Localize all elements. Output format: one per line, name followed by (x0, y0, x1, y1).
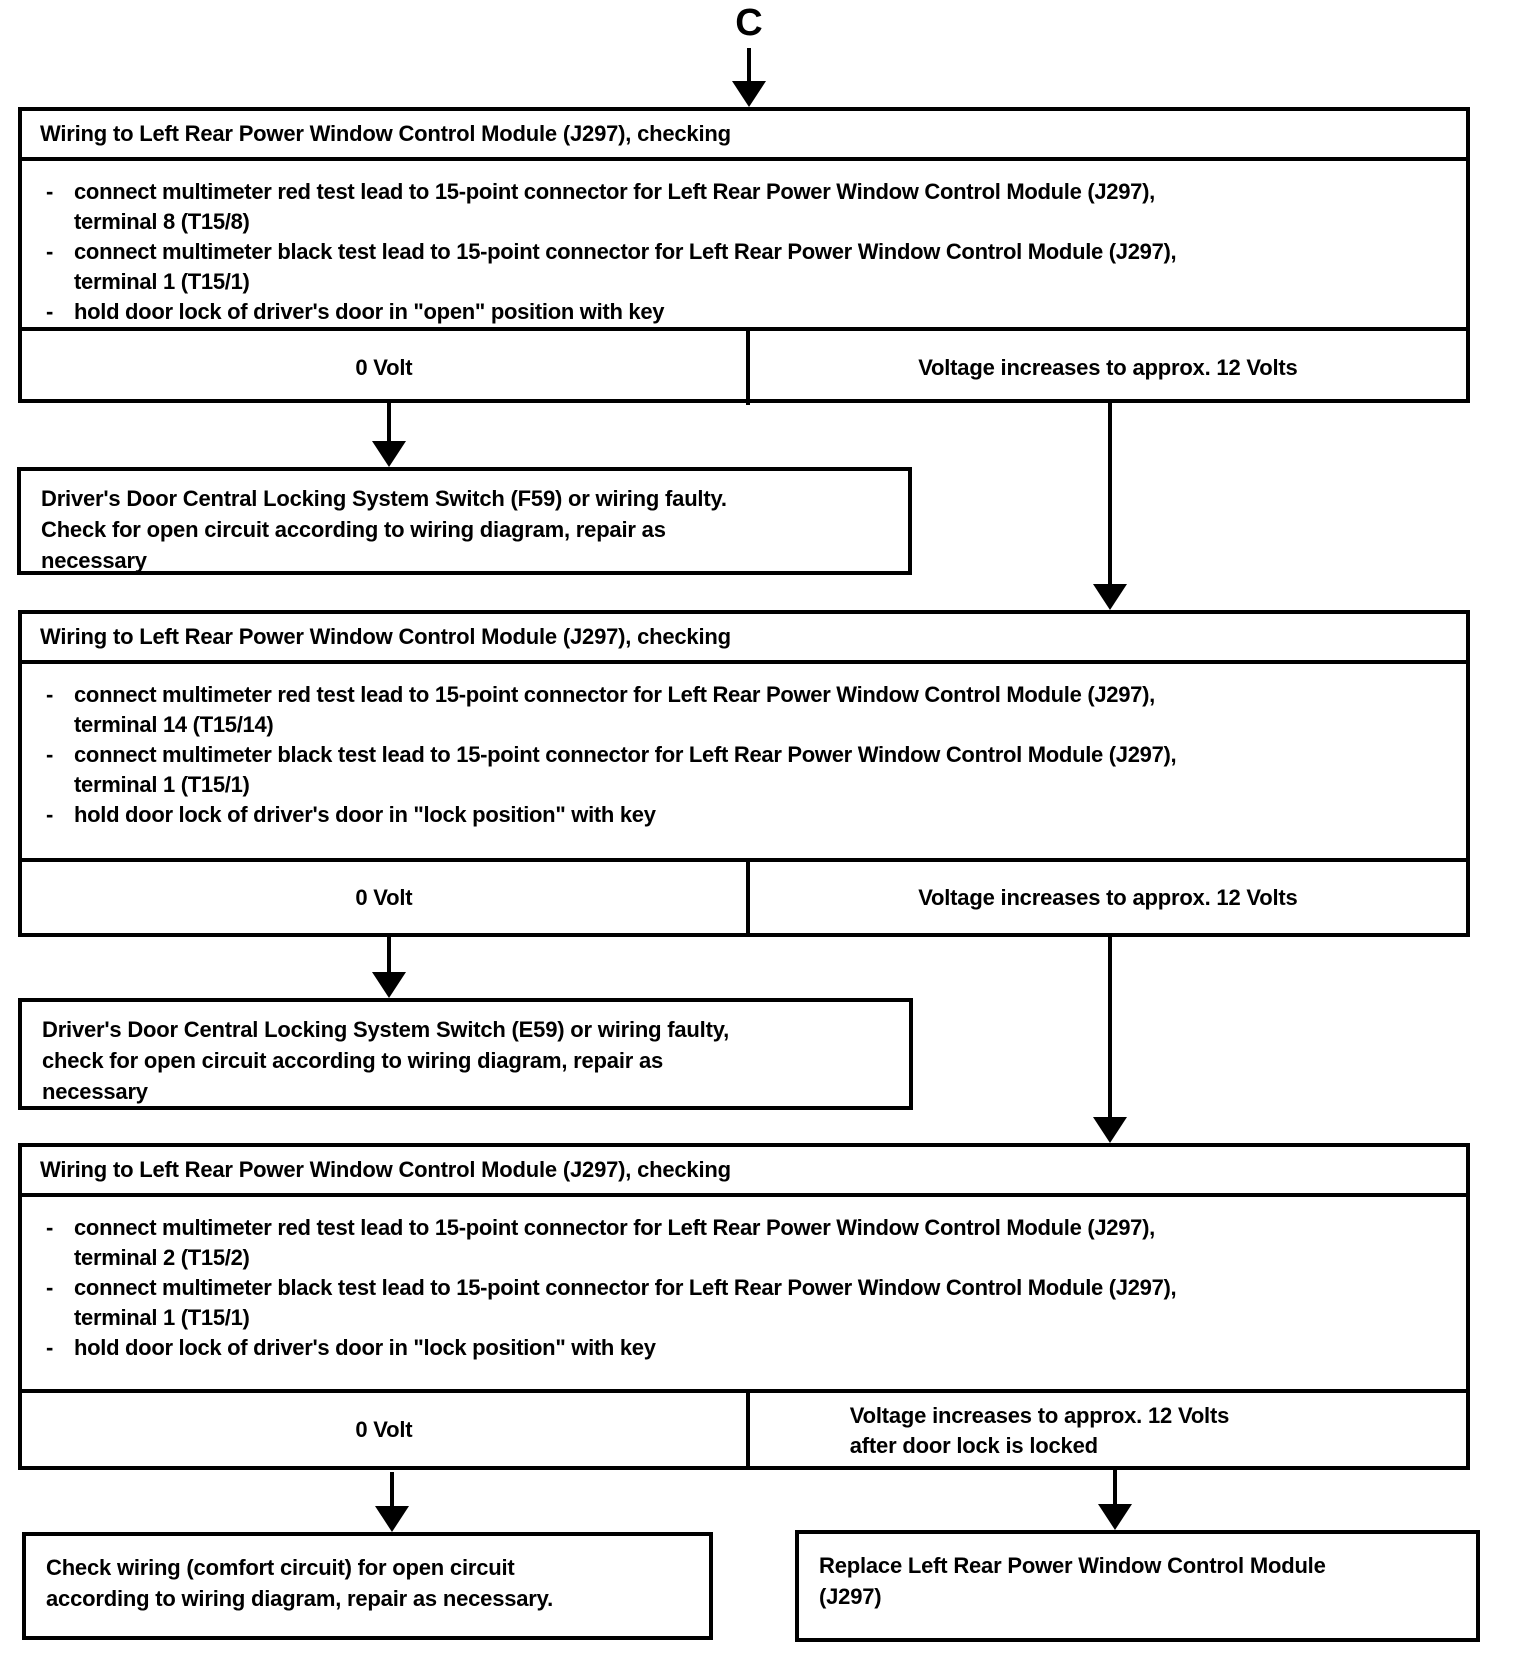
check3-step: -connect multimeter black test lead to 1… (46, 1273, 1456, 1333)
arrow-shaft (390, 1472, 394, 1508)
check3-results-row: 0 Volt Voltage increases to approx. 12 V… (22, 1389, 1466, 1466)
step-text: hold door lock of driver's door in "open… (74, 299, 665, 324)
arrow-shaft (747, 48, 751, 83)
check2-result-0volt: 0 Volt (22, 862, 750, 933)
arrow-head-icon (732, 81, 766, 107)
arrow-head-icon (1093, 1117, 1127, 1143)
arrow-head-icon (372, 441, 406, 467)
check1-step: -connect multimeter red test lead to 15-… (46, 177, 1456, 237)
check3-step: -connect multimeter red test lead to 15-… (46, 1213, 1456, 1273)
check3-result-12volts: Voltage increases to approx. 12 Volts af… (849, 1403, 1230, 1458)
step-text: connect multimeter red test lead to 15-p… (74, 1215, 1155, 1270)
step-text: connect multimeter black test lead to 15… (74, 239, 1177, 294)
check1-title: Wiring to Left Rear Power Window Control… (22, 111, 1466, 161)
check2-step: -connect multimeter black test lead to 1… (46, 740, 1456, 800)
dash-bullet-icon: - (46, 742, 54, 767)
check1-step: -connect multimeter black test lead to 1… (46, 237, 1456, 297)
check2-step: -connect multimeter red test lead to 15-… (46, 680, 1456, 740)
step-text: connect multimeter black test lead to 15… (74, 1275, 1177, 1330)
arrow-shaft (387, 937, 391, 974)
dash-bullet-icon: - (46, 179, 54, 204)
dash-bullet-icon: - (46, 239, 54, 264)
check2-title: Wiring to Left Rear Power Window Control… (22, 614, 1466, 664)
step-text: connect multimeter red test lead to 15-p… (74, 682, 1155, 737)
check3-step: -hold door lock of driver's door in "loc… (46, 1333, 1456, 1363)
arrow-shaft (1108, 403, 1112, 586)
arrow-head-icon (375, 1506, 409, 1532)
check2-step: -hold door lock of driver's door in "loc… (46, 800, 1456, 830)
check1-step: -hold door lock of driver's door in "ope… (46, 297, 1456, 327)
check-box-2: Wiring to Left Rear Power Window Control… (18, 610, 1470, 937)
check1-results-row: 0 Volt Voltage increases to approx. 12 V… (22, 327, 1466, 405)
arrow-head-icon (1098, 1504, 1132, 1530)
check2-results-row: 0 Volt Voltage increases to approx. 12 V… (22, 858, 1466, 933)
step-text: hold door lock of driver's door in "lock… (74, 802, 656, 827)
check-box-3: Wiring to Left Rear Power Window Control… (18, 1143, 1470, 1470)
check1-result-0volt: 0 Volt (22, 331, 750, 405)
arrow-shaft (1108, 937, 1112, 1119)
arrow-shaft (387, 403, 391, 443)
dash-bullet-icon: - (46, 1335, 54, 1360)
check-box-1: Wiring to Left Rear Power Window Control… (18, 107, 1470, 405)
arrow-head-icon (372, 972, 406, 998)
check3-result-0volt: 0 Volt (22, 1393, 750, 1466)
check3-title: Wiring to Left Rear Power Window Control… (22, 1147, 1466, 1197)
outcome-comfort-circuit-box: Check wiring (comfort circuit) for open … (22, 1532, 713, 1640)
outcome-e59-box: Driver's Door Central Locking System Swi… (18, 998, 913, 1110)
check1-steps: -connect multimeter red test lead to 15-… (22, 161, 1466, 327)
check3-steps: -connect multimeter red test lead to 15-… (22, 1197, 1466, 1389)
dash-bullet-icon: - (46, 1215, 54, 1240)
dash-bullet-icon: - (46, 299, 54, 324)
check1-result-12volts: Voltage increases to approx. 12 Volts (918, 355, 1298, 380)
arrow-head-icon (1093, 584, 1127, 610)
dash-bullet-icon: - (46, 1275, 54, 1300)
connector-label-c: C (735, 2, 763, 44)
dash-bullet-icon: - (46, 682, 54, 707)
outcome-f59-box: Driver's Door Central Locking System Swi… (17, 467, 912, 575)
step-text: connect multimeter red test lead to 15-p… (74, 179, 1155, 234)
arrow-shaft (1113, 1468, 1117, 1506)
dash-bullet-icon: - (46, 802, 54, 827)
outcome-replace-module-box: Replace Left Rear Power Window Control M… (795, 1530, 1480, 1642)
step-text: hold door lock of driver's door in "lock… (74, 1335, 656, 1360)
check2-result-12volts: Voltage increases to approx. 12 Volts (918, 884, 1298, 910)
step-text: connect multimeter black test lead to 15… (74, 742, 1177, 797)
check2-steps: -connect multimeter red test lead to 15-… (22, 664, 1466, 858)
